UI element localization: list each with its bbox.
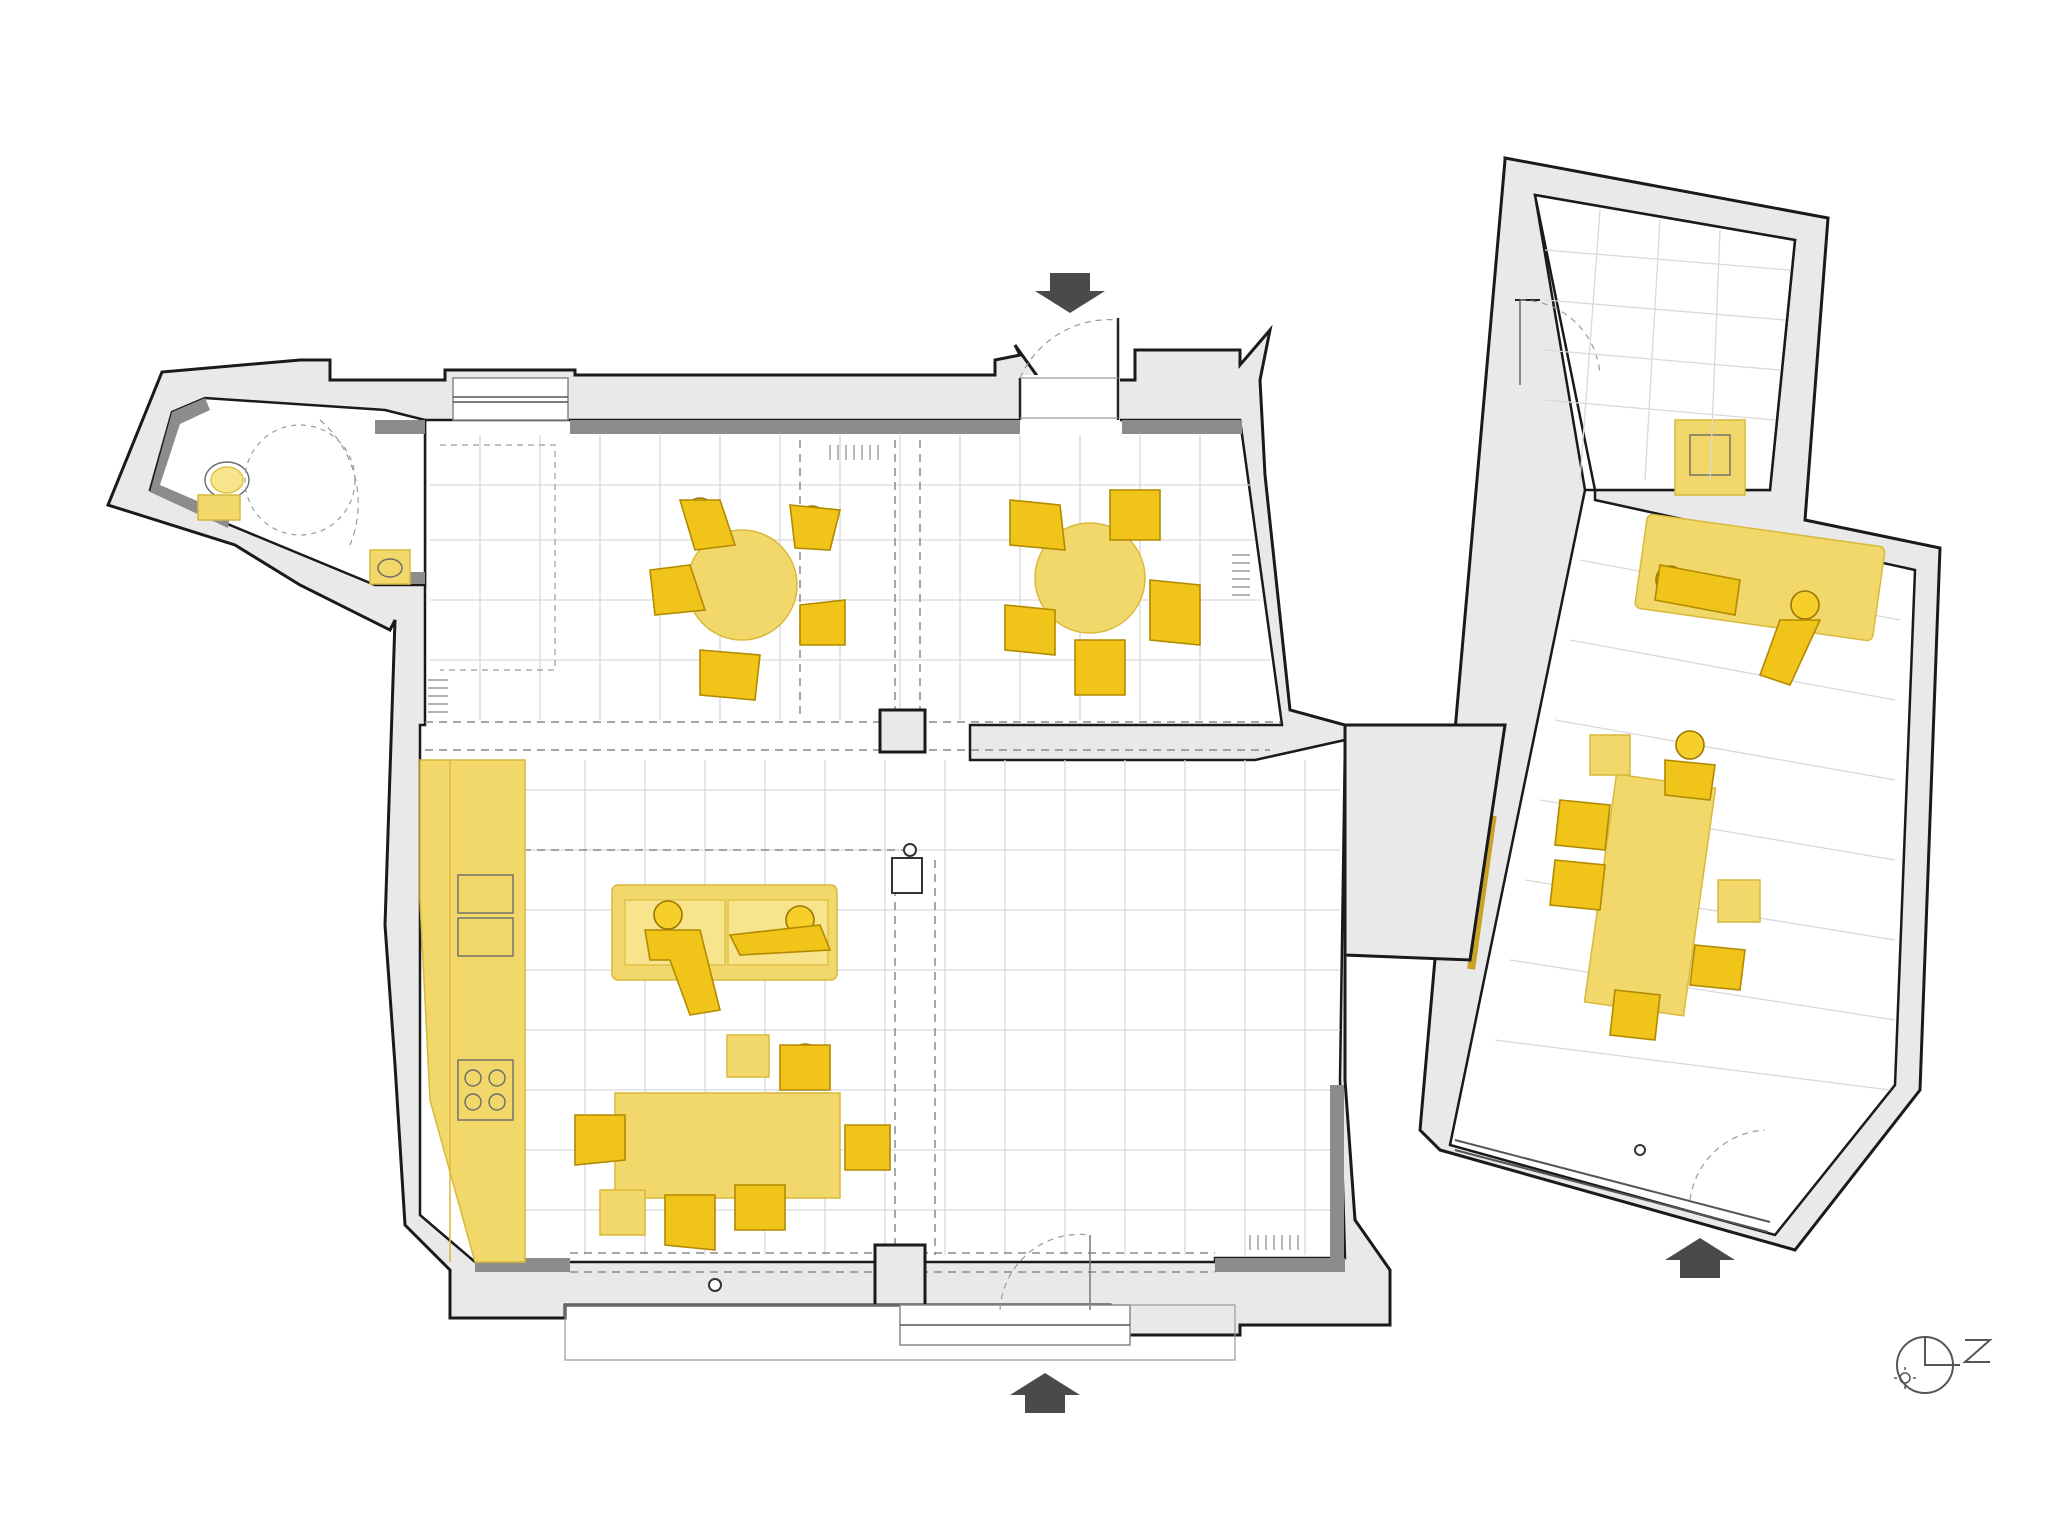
- small-column: [891, 857, 923, 894]
- wall-insulation: [375, 420, 1345, 1272]
- sofa-main: [611, 884, 838, 1016]
- sun-icon: [1894, 1367, 1916, 1389]
- hob-icon: [457, 1059, 514, 1121]
- terrace-door-swing: [1689, 1129, 1766, 1201]
- wc-room: [148, 396, 427, 587]
- structural-column-south: [873, 1243, 927, 1307]
- toilet-bowl: [210, 466, 244, 494]
- radiator-east: [1232, 554, 1250, 596]
- long-table-main: [574, 1034, 891, 1251]
- radiator-west: [428, 679, 448, 713]
- north-arrow-icon: [1896, 1336, 1993, 1394]
- north-door[interactable]: [1018, 318, 1120, 423]
- east-building: [1418, 156, 1942, 1252]
- entrance-arrow-south: [1010, 1373, 1080, 1413]
- connector-wall: [1343, 723, 1507, 962]
- washbasin-icon: [369, 549, 411, 585]
- radiator-north: [829, 445, 879, 460]
- north-window: [452, 377, 569, 421]
- south-steps: [564, 1304, 1236, 1361]
- storage-door-swing: [1519, 299, 1601, 376]
- south-door[interactable]: [899, 1233, 1131, 1346]
- kitchen-counter: [419, 759, 526, 1263]
- structural-column: [878, 708, 927, 754]
- round-table-west: [649, 497, 846, 701]
- sink-unit: [1674, 419, 1746, 496]
- radiator-south: [1249, 1235, 1299, 1250]
- entrance-arrow-north: [1035, 273, 1105, 313]
- round-table-east: [1004, 489, 1201, 696]
- entrance-arrow-terrace: [1665, 1238, 1735, 1278]
- toilet-tank: [197, 494, 241, 521]
- sink-icon: [457, 874, 514, 914]
